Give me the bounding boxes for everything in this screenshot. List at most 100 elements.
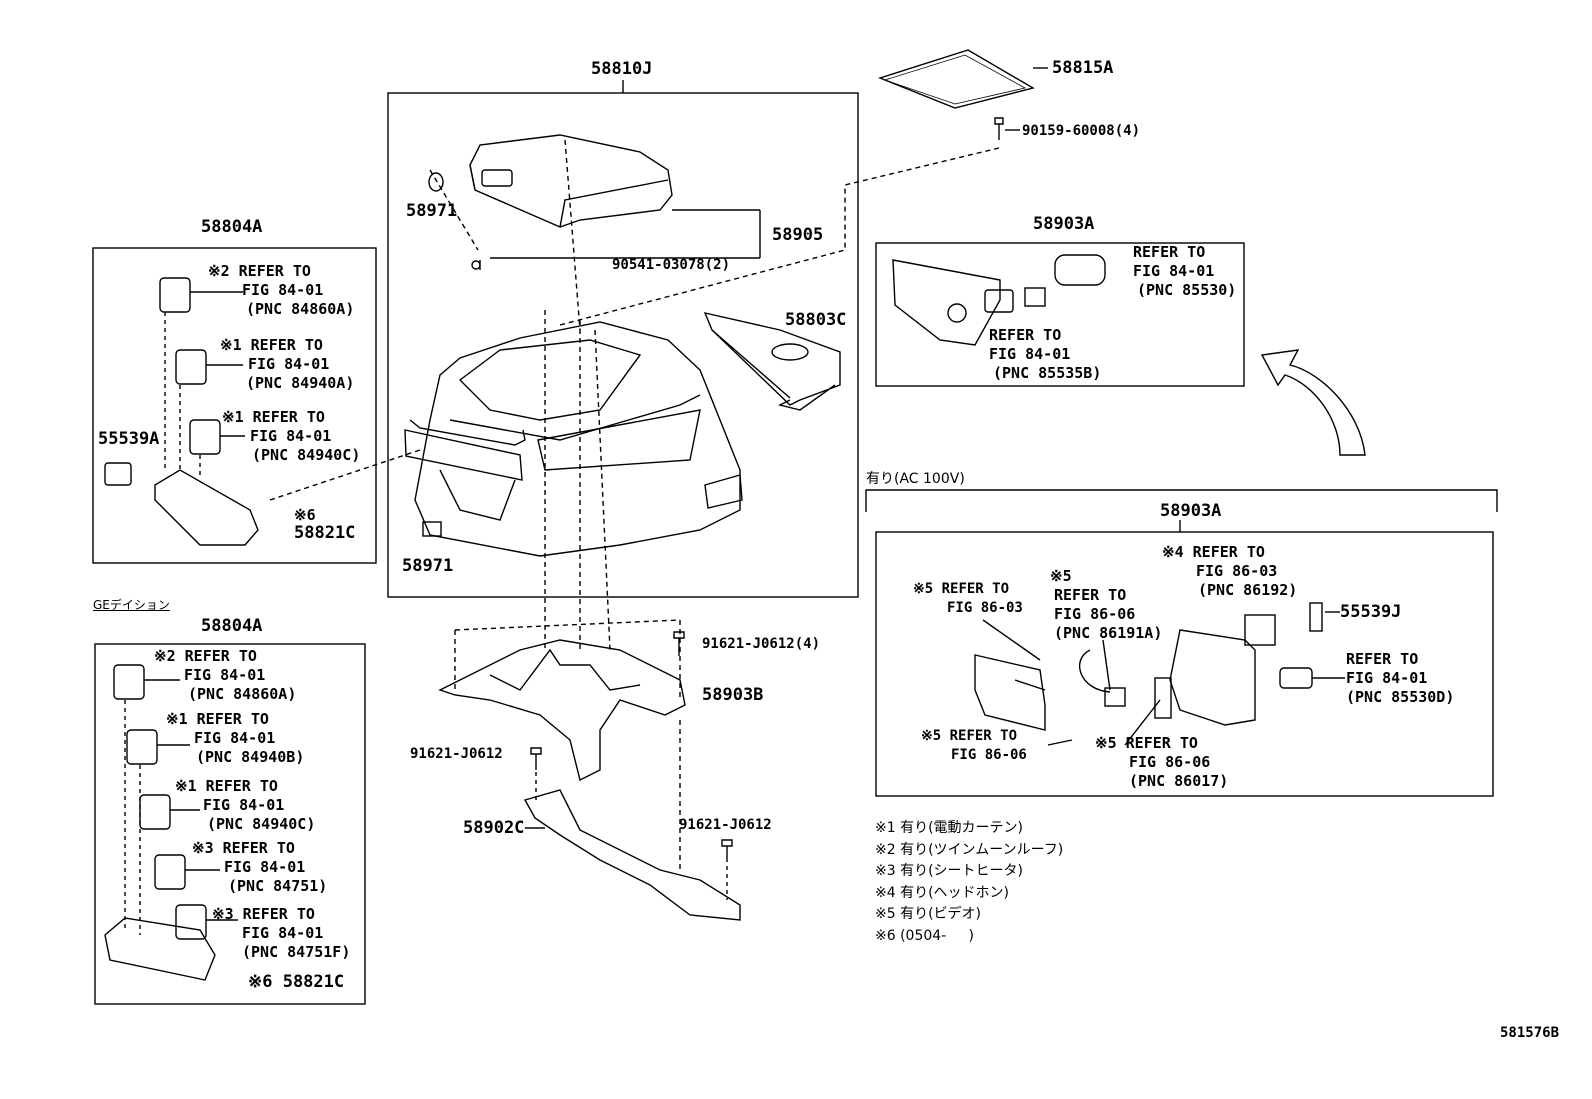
label-58903B: 58903B	[702, 685, 764, 705]
ref-line: FIG 84-01	[242, 924, 324, 942]
label-screw-90541: 90541-03078(2)	[612, 257, 731, 273]
ref-socket-85535B: REFER TO FIG 84-01 (PNC 85535B)	[989, 326, 1101, 383]
figure-id: 581576B	[1500, 1025, 1560, 1041]
ref-line: (PNC 86192)	[1198, 581, 1298, 599]
ref-line: REFER TO	[1346, 650, 1419, 668]
ref-line: FIG 84-01	[224, 858, 306, 876]
label-bolt-91621-b: 91621-J0612	[679, 817, 772, 833]
ref-86192: ※4 REFER TO FIG 86-03 (PNC 86192)	[1162, 543, 1297, 600]
video-socket-drawing	[974, 602, 1323, 731]
ref-line: (PNC 84860A)	[246, 300, 355, 318]
ref-line: ※3 REFER TO	[192, 839, 295, 857]
ref-switch-84940C-lower: ※1 REFER TO FIG 84-01 (PNC 84940C)	[175, 777, 315, 834]
ref-line: (PNC 84860A)	[188, 685, 297, 703]
label-58804A-lower: 58804A	[201, 616, 263, 636]
ref-line: FIG 84-01	[1133, 262, 1215, 280]
ref-switch-84940B-lower: ※1 REFER TO FIG 84-01 (PNC 84940B)	[166, 710, 304, 767]
note-mark-6-upper: ※6	[294, 506, 316, 524]
label-55539J: 55539J	[1340, 602, 1402, 622]
ref-line: REFER TO	[989, 326, 1062, 344]
ref-85530D: REFER TO FIG 84-01 (PNC 85530D)	[1346, 650, 1454, 707]
ref-line: ※4 REFER TO	[1162, 543, 1265, 561]
ref-switch-84940C-upper: ※1 REFER TO FIG 84-01 (PNC 84940C)	[222, 408, 360, 465]
reference-arrow-drawing	[1260, 349, 1366, 456]
label-58902C: 58902C	[463, 818, 525, 838]
ref-line: FIG 84-01	[250, 427, 332, 445]
label-58905: 58905	[772, 225, 824, 245]
console-body-drawing	[404, 321, 743, 557]
ref-line: (PNC 84940C)	[252, 446, 361, 464]
ref-line: (PNC 86191A)	[1054, 624, 1163, 642]
ref-line: FIG 84-01	[1346, 669, 1428, 687]
label-bolt-90159: 90159-60008(4)	[1022, 123, 1141, 139]
socket-box-upper	[875, 242, 1245, 387]
ref-line: ※1 REFER TO	[220, 336, 323, 354]
ref-86-06: ※5 REFER TO FIG 86-06	[921, 727, 1027, 765]
tray-58803C-drawing	[703, 312, 841, 411]
ref-line: FIG 84-01	[203, 796, 285, 814]
ref-86191A: ※5 REFER TO FIG 86-06 (PNC 86191A)	[1050, 567, 1162, 643]
ref-line: FIG 84-01	[989, 345, 1071, 363]
ref-line: FIG 84-01	[184, 666, 266, 684]
label-58821C-lower: ※6 58821C	[248, 972, 345, 992]
ref-switch-84940A-upper: ※1 REFER TO FIG 84-01 (PNC 84940A)	[220, 336, 354, 393]
ref-line: REFER TO	[1133, 243, 1206, 261]
ref-switch-84860A-upper: ※2 REFER TO FIG 84-01 (PNC 84860A)	[208, 262, 354, 319]
ref-line: FIG 84-01	[194, 729, 276, 747]
socket-assembly-drawing	[892, 254, 1106, 346]
ref-line: FIG 86-03	[947, 600, 1023, 616]
ref-line: FIG 86-03	[1196, 562, 1278, 580]
ref-switch-84751F-lower: ※3 REFER TO FIG 84-01 (PNC 84751F)	[212, 905, 350, 962]
ref-line: ※2 REFER TO	[208, 262, 311, 280]
ref-line: ※5 REFER TO	[913, 581, 1010, 597]
ref-line: FIG 86-06	[1129, 753, 1211, 771]
ref-line: ※1 REFER TO	[222, 408, 325, 426]
ref-line: ※5 REFER TO	[1095, 734, 1198, 752]
label-55539A: 55539A	[98, 429, 160, 449]
ref-86-03: ※5 REFER TO FIG 86-03	[913, 580, 1023, 618]
mat-58815A-drawing	[877, 49, 1035, 109]
ref-line: REFER TO	[1054, 586, 1127, 604]
ref-86017: ※5 REFER TO FIG 86-06 (PNC 86017)	[1095, 734, 1228, 791]
note-4: ※4 有り(ヘッドホン)	[875, 884, 1010, 901]
ref-line: (PNC 85530)	[1137, 281, 1237, 299]
ref-line: FIG 84-01	[248, 355, 330, 373]
label-58971-bottom: 58971	[402, 556, 454, 576]
g-edition-label: GEデイション	[93, 598, 170, 612]
ref-line: (PNC 86017)	[1129, 772, 1229, 790]
ref-line: ※5 REFER TO	[921, 728, 1018, 744]
ref-switch-84860A-lower: ※2 REFER TO FIG 84-01 (PNC 84860A)	[154, 647, 296, 704]
ref-line: ※2 REFER TO	[154, 647, 257, 665]
ref-line: (PNC 85530D)	[1346, 688, 1455, 706]
note-1: ※1 有り(電動カーテン)	[875, 820, 1024, 836]
notes-legend: ※1 有り(電動カーテン) ※2 有り(ツインムーンルーフ) ※3 有り(シート…	[875, 818, 1063, 947]
ref-line: (PNC 84751F)	[242, 943, 351, 961]
label-bolt-91621-a: 91621-J0612	[410, 746, 503, 762]
ref-line: (PNC 84751)	[228, 877, 328, 895]
note-2: ※2 有り(ツインムーンルーフ)	[875, 841, 1064, 858]
label-58815A: 58815A	[1052, 58, 1114, 78]
ref-socket-85530: REFER TO FIG 84-01 (PNC 85530)	[1133, 243, 1236, 300]
label-58903A-lower: 58903A	[1160, 501, 1222, 521]
switch-group-box-upper	[92, 247, 377, 564]
ref-line: (PNC 84940C)	[207, 815, 316, 833]
ref-line: FIG 84-01	[242, 281, 324, 299]
note-6: ※6 (0504- )	[875, 927, 974, 944]
ref-line: ※5	[1050, 567, 1072, 585]
label-58903A-upper: 58903A	[1033, 214, 1095, 234]
ref-switch-84751-lower: ※3 REFER TO FIG 84-01 (PNC 84751)	[192, 839, 327, 896]
switch-icons-upper	[104, 277, 259, 546]
label-58821C-upper: 58821C	[294, 523, 356, 543]
ref-line: (PNC 84940B)	[196, 748, 305, 766]
grommet-58971-top-drawing	[428, 172, 444, 192]
ref-line: (PNC 85535B)	[993, 364, 1102, 382]
armrest-lid-drawing	[469, 134, 673, 228]
label-58810J: 58810J	[591, 59, 653, 79]
ref-line: (PNC 84940A)	[246, 374, 355, 392]
bracket-58903B-drawing	[438, 639, 686, 782]
bracket-58902C-drawing	[523, 789, 741, 921]
note-3: ※3 有り(シートヒータ)	[875, 863, 1024, 879]
socket-box-lower	[875, 531, 1494, 797]
